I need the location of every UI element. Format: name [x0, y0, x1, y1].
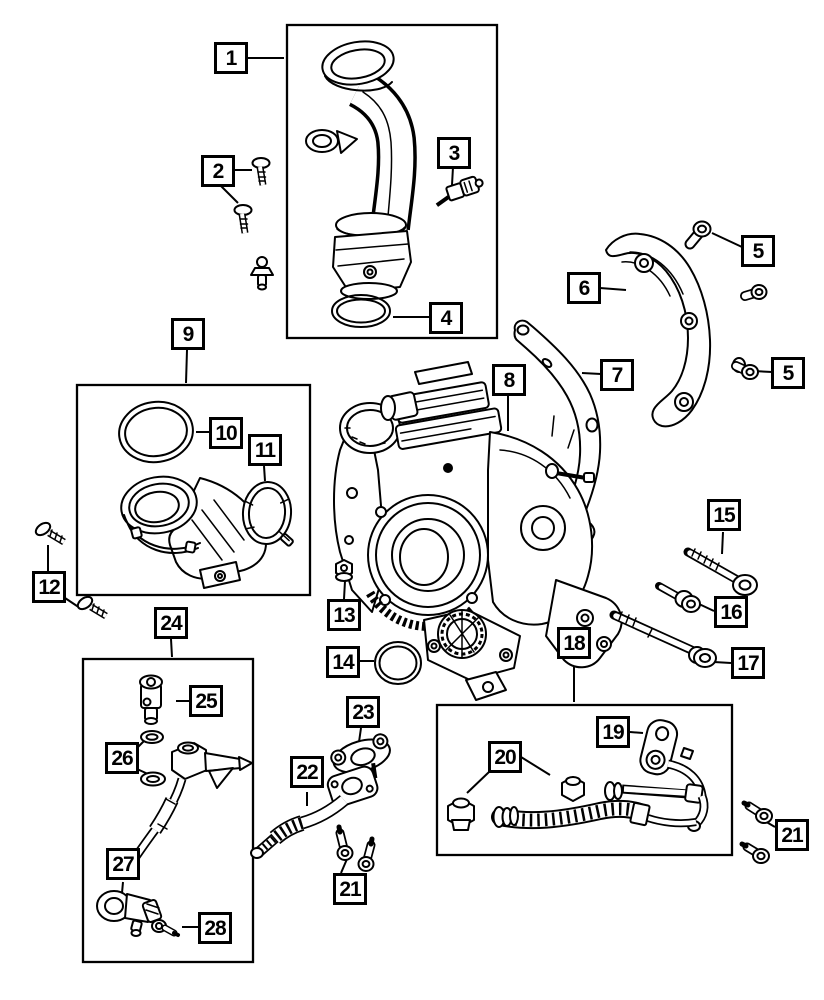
mounting-screws-drawing [233, 157, 274, 291]
callout-23[interactable]: 23 [346, 696, 380, 728]
shield-bolts-drawing [684, 220, 768, 380]
small-bolts-drawing [335, 800, 773, 872]
callout-26[interactable]: 26 [105, 742, 139, 774]
callout-22[interactable]: 22 [290, 756, 324, 788]
callout-17[interactable]: 17 [731, 647, 765, 679]
callout-11[interactable]: 11 [248, 434, 282, 466]
charge-air-tube-drawing [305, 40, 417, 300]
callout-24[interactable]: 24 [154, 607, 188, 639]
drain-gasket-drawing [330, 733, 391, 788]
callout-14[interactable]: 14 [326, 646, 360, 678]
group-box-part9 [75, 383, 312, 597]
callout-19[interactable]: 19 [596, 716, 630, 748]
callout-21-right[interactable]: 21 [775, 819, 809, 851]
oil-feed-line-group-drawing [96, 674, 253, 937]
callout-2[interactable]: 2 [201, 155, 235, 187]
callout-6[interactable]: 6 [567, 272, 601, 304]
tube-o-ring-drawing [331, 294, 391, 328]
callout-15[interactable]: 15 [707, 499, 741, 531]
leader-lines [47, 57, 776, 928]
callout-28[interactable]: 28 [198, 912, 232, 944]
callout-4[interactable]: 4 [429, 302, 463, 334]
adapter-screws-drawing [34, 521, 108, 620]
callout-5-lower[interactable]: 5 [771, 357, 805, 389]
callout-1[interactable]: 1 [214, 42, 248, 74]
callout-7[interactable]: 7 [600, 359, 634, 391]
callout-3[interactable]: 3 [437, 137, 471, 169]
callout-27[interactable]: 27 [106, 848, 140, 880]
callout-16[interactable]: 16 [714, 596, 748, 628]
temperature-sensor-drawing [435, 175, 484, 207]
callout-21-center[interactable]: 21 [333, 873, 367, 905]
heat-shield-drawing [605, 232, 712, 428]
group-box-part1 [285, 23, 499, 340]
oil-line-group-drawing [447, 719, 709, 832]
callout-25[interactable]: 25 [189, 685, 223, 717]
turbo-adapter-group-drawing [118, 400, 294, 589]
callout-8[interactable]: 8 [492, 364, 526, 396]
group-boxes [75, 23, 734, 964]
callout-18[interactable]: 18 [557, 627, 591, 659]
callout-10[interactable]: 10 [209, 417, 243, 449]
fitting-nut-drawing [335, 559, 353, 582]
turbo-o-ring-drawing [374, 641, 422, 685]
callout-5-upper[interactable]: 5 [741, 235, 775, 267]
callout-9[interactable]: 9 [171, 318, 205, 350]
group-box-part18 [435, 703, 734, 857]
oil-drain-tube-drawing [250, 765, 379, 859]
group-box-part24 [81, 657, 255, 964]
turbo-mounting-bolts-drawing [609, 547, 758, 668]
callout-12[interactable]: 12 [32, 571, 66, 603]
callout-20[interactable]: 20 [488, 741, 522, 773]
callout-13[interactable]: 13 [327, 599, 361, 631]
